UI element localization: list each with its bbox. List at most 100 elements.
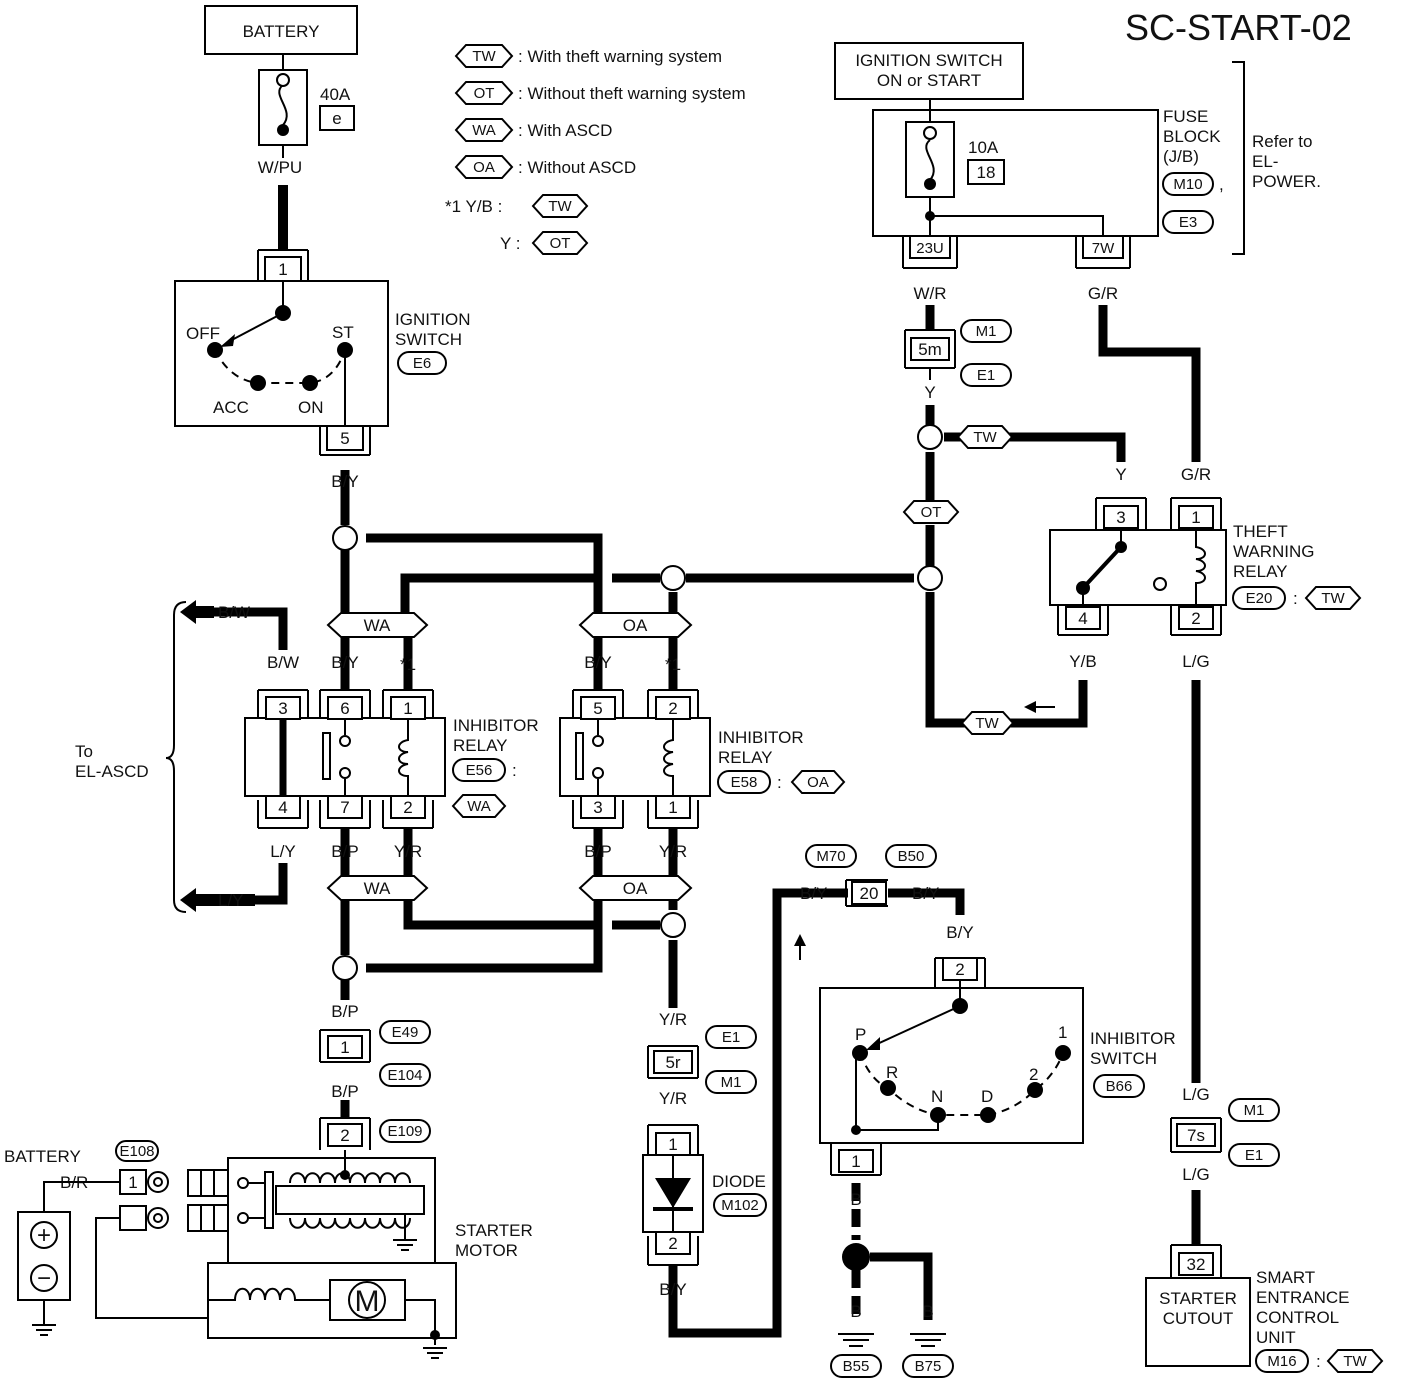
e58-wire-bp: B/P (584, 842, 611, 861)
e56-wire-bw: B/W (267, 653, 299, 672)
fuse-title-1: FUSE (1163, 107, 1208, 126)
splice-bp (332, 955, 358, 981)
feed-pin1-bracket (319, 1029, 371, 1063)
fuse-10a-amp: 10A (968, 138, 999, 157)
e56-wire-yr: Y/R (394, 842, 422, 861)
wire-ly-ascd (255, 863, 288, 905)
tag-wa-top-shape (326, 612, 429, 638)
e56-tag: WA (467, 798, 491, 815)
e58-title-2: RELAY (718, 748, 773, 767)
secu-box (1145, 1277, 1251, 1367)
e56-wire-by: B/Y (331, 653, 358, 672)
diode-connector-shape (713, 1193, 767, 1217)
battery-conn-shape (115, 1140, 159, 1162)
diagram-title: SC-START-02 (1125, 7, 1352, 48)
solenoid-coil-top (289, 1172, 411, 1184)
twr-wire-yb: Y/B (1069, 652, 1096, 671)
secu-wire-lg-1: L/G (1182, 1085, 1209, 1104)
switch-body (819, 987, 1084, 1144)
fuse-7w-box (1082, 235, 1124, 259)
inhibitor-relay-e58: B/Y *1 5 2 3 1 B/P Y/R INHIBITOR RELAY E… (559, 653, 846, 861)
ign-pin1-bracket (257, 249, 309, 280)
secu-title-3: CONTROL (1256, 1308, 1339, 1327)
ign-pin5-box (326, 425, 364, 451)
ground-b55-shape (830, 1354, 882, 1378)
switch-connector: B66 (1106, 1078, 1133, 1095)
e56-wire-ly: L/Y (270, 842, 296, 861)
feed-conn-e104-shape (379, 1063, 431, 1087)
e56-connector-shape (452, 758, 506, 782)
e58-coil (663, 718, 674, 796)
switch-pos-d: D (981, 1087, 993, 1106)
tag-oa-bottom: OA (623, 879, 648, 898)
feed-pin1-box (327, 1035, 363, 1059)
fuse-23u-bracket (902, 236, 958, 269)
joint-conn-e1: E1 (977, 367, 995, 384)
fuse-conn-e3: E3 (1179, 214, 1197, 231)
feed-conn-e104: E104 (387, 1067, 422, 1084)
battery-label: BATTERY (243, 22, 320, 41)
diode-symbol (655, 1178, 691, 1208)
wire-label-by-ign: B/Y (331, 472, 358, 491)
tag-oa-top-shape (578, 612, 693, 638)
ground-b55: B55 (843, 1358, 870, 1375)
twr-bottom-brackets (1057, 605, 1222, 636)
splice-yr (660, 912, 686, 938)
legend-tw: TW : With theft warning system (454, 44, 722, 68)
inhibitor-relay-e56: B/W B/Y *1 3 6 1 4 7 2 L/Y B/P Y/R INHIB… (244, 653, 539, 861)
switch-pin1-box (838, 1149, 874, 1173)
switch-title-2: SWITCH (1090, 1049, 1157, 1068)
joint-conn-m1-shape (960, 319, 1012, 343)
fuse-7w-bracket (1075, 236, 1131, 269)
twr-tag: TW (1321, 590, 1345, 607)
battery-bottom-label: BATTERY (4, 1147, 81, 1166)
twr-title-2: WARNING (1233, 542, 1315, 561)
legend-note1-key: *1 Y/B : (445, 197, 502, 216)
switch-wire-b: B (850, 1190, 861, 1209)
e56-connector: E56 (466, 762, 493, 779)
wire-by-to-oa (366, 533, 603, 612)
twr-pin3: 3 (1116, 508, 1125, 527)
switch-20-bracket (845, 879, 888, 907)
battery-ring-b-box (119, 1205, 147, 1231)
starter-motor: M STARTER MOTOR BATTERY E108 B/R 1 + − (4, 1140, 533, 1359)
secu-title-4: UNIT (1256, 1328, 1296, 1347)
fuse-7w-lead (930, 215, 1104, 236)
fuse-40a-bottom (277, 124, 289, 136)
e58-wire-yr: Y/R (659, 842, 687, 861)
tag-wa-top: WA (364, 616, 391, 635)
feed-pin2-box (327, 1123, 363, 1147)
twr-connector: E20 (1246, 590, 1273, 607)
switch-contact-arc (859, 1052, 1064, 1116)
ign-off-label: OFF (186, 324, 220, 343)
legend-oa-text: : Without ASCD (518, 158, 636, 177)
fuse-title-2: BLOCK (1163, 127, 1221, 146)
legend-note2-tag: OT (550, 235, 571, 252)
ign-pin5-bracket (319, 426, 371, 456)
diode-pin2: 2 (668, 1234, 677, 1253)
ign-pin1: 1 (278, 260, 287, 279)
e56-pin2: 2 (403, 798, 412, 817)
wire-by-switch (888, 888, 965, 915)
secu-conn-e1: E1 (1245, 1147, 1263, 1164)
tag-ot: OT (921, 504, 942, 521)
secu-wire-lg-2: L/G (1182, 1165, 1209, 1184)
switch-conn-b50-shape (885, 844, 937, 868)
twr-top-brackets (1095, 497, 1222, 530)
theft-warning-relay: Y G/R 3 1 4 2 Y/B L/G THEFT WARNING RELA… (1049, 465, 1362, 671)
legend-ot-text: : Without theft warning system (518, 84, 746, 103)
legend-wa-tag: WA (472, 122, 496, 139)
wire-by-diode (668, 888, 848, 1338)
tag-tw-y: TW (973, 429, 997, 446)
secu-pin-7s: 7s (1187, 1126, 1205, 1145)
legend-note2-key: Y : (500, 234, 520, 253)
switch-conn-b50: B50 (898, 848, 925, 865)
e58-pin1-box (655, 795, 691, 819)
fuse-box-2: ON or START (877, 71, 981, 90)
e56-wire-bp: B/P (331, 842, 358, 861)
ascd-brace (165, 601, 187, 913)
fuse-block: IGNITION SWITCH ON or START 10A 18 FUSE … (834, 42, 1321, 303)
fuse-10a-element (925, 139, 935, 181)
battery-neg-lead (95, 1217, 208, 1319)
feed-conn-e49-shape (379, 1020, 431, 1044)
